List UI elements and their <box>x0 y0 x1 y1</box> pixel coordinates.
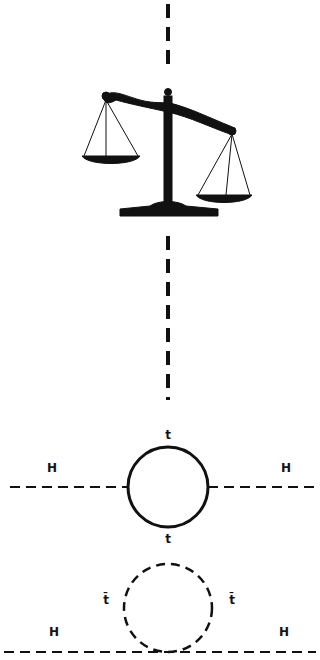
dashed-line <box>166 4 170 70</box>
particle-label: H <box>48 626 60 638</box>
particle-label: t <box>164 533 172 545</box>
particle-label: H <box>280 462 292 474</box>
balance-scale <box>82 89 252 217</box>
particle-label: t̄ <box>228 594 236 606</box>
particle-label: H <box>46 462 58 474</box>
particle-label: t <box>164 429 172 441</box>
scalar-loop-diagram <box>4 564 316 652</box>
dashed-line <box>166 236 170 400</box>
particle-label: H <box>278 626 290 638</box>
fermion-loop-diagram <box>10 447 318 527</box>
particle-label: t̄ <box>102 594 110 606</box>
